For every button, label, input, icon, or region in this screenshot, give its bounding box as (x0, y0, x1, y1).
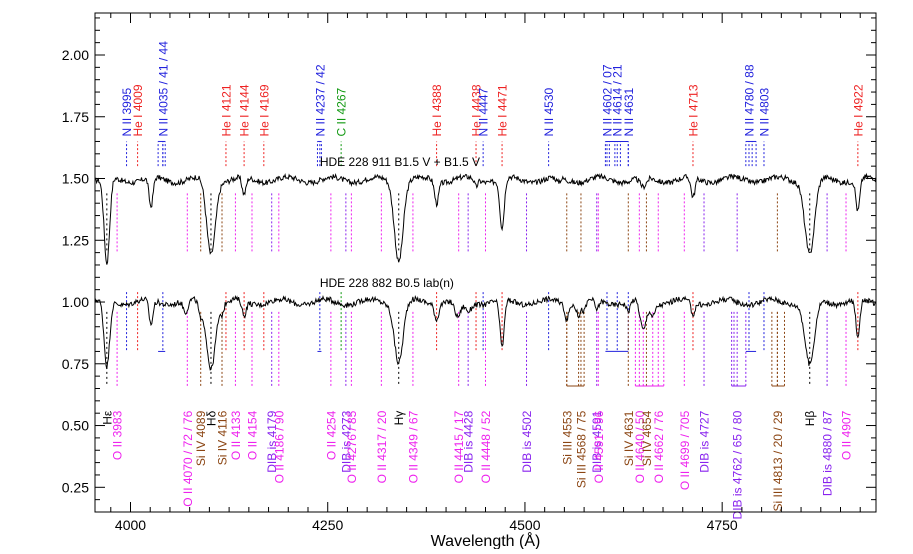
bottom-line-label: O II 4276 / 85 (345, 410, 359, 483)
x-tick-label: 4750 (707, 517, 738, 533)
top-line-label: N II 4803 (757, 87, 771, 136)
bottom-line-label: O II 4448 / 52 (479, 410, 493, 483)
bottom-line-label: O II 4591 / 96 (592, 410, 606, 483)
bottom-line-label: Si IV 4631 (622, 410, 636, 466)
top-line-label: N II 4602 / 07 (600, 64, 614, 136)
y-tick-label: 1.75 (62, 109, 89, 125)
top-line-label: N II 4614 / 21 (611, 64, 625, 136)
top-line-label: He I 4144 (238, 84, 252, 136)
x-axis-title: Wavelength (Å) (431, 531, 541, 549)
top-line-label: N II 4631 (622, 87, 636, 136)
top-line-label: He I 4121 (219, 84, 233, 136)
bottom-line-label: O II 4317 / 20 (375, 410, 389, 483)
bottom-line-label: O II 4186 / 90 (272, 410, 286, 483)
top-line-label: N II 4780 / 88 (742, 64, 756, 136)
x-tick-label: 4250 (312, 517, 343, 533)
bottom-line-label: DIB is 4727 (698, 410, 712, 472)
bottom-line-label: O II 3983 (111, 410, 125, 460)
top-line-label: N II 3995 (120, 87, 134, 136)
bottom-line-label: DIB is 4502 (520, 410, 534, 472)
top-line-label: He I 4471 (496, 84, 510, 136)
top-line-label: He I 4388 (430, 84, 444, 136)
bottom-line-label: O II 4699 / 705 (678, 410, 692, 490)
bottom-line-label: O II 4070 / 72 / 76 (181, 410, 195, 506)
y-tick-label: 1.25 (62, 232, 89, 248)
bottom-line-label: O II 4415 / 17 (452, 410, 466, 483)
bottom-line-label: O II 4349 / 67 (406, 410, 420, 483)
bottom-line-label: Si III 4553 (560, 410, 574, 464)
top-line-label: N II 4530 (542, 87, 556, 136)
bottom-line-label: O II 4662 / 76 (652, 410, 666, 483)
bottom-line-label: O II 4907 (840, 410, 854, 460)
top-line-label: He I 4713 (686, 84, 700, 136)
bottom-line-label: O II 4640 / 50 (633, 410, 647, 483)
top-line-label: He I 4438 (470, 84, 484, 136)
bottom-line-label: DIB is 4591 (590, 410, 604, 472)
bottom-line-label: O II 4154 (245, 410, 259, 460)
bottom-line-label: Hγ (392, 411, 406, 426)
y-tick-label: 0.50 (62, 418, 89, 434)
top-line-label: C II 4267 (335, 87, 349, 136)
y-tick-label: 0.25 (62, 479, 89, 495)
top-line-label: He I 4169 (257, 84, 271, 136)
bottom-line-label: DIB is 4880 / 87 (821, 410, 835, 496)
bottom-line-label: Hδ (204, 410, 218, 426)
bottom-line-label: Si IV 4089 (194, 410, 208, 466)
top-line-label: He I 4922 (851, 84, 865, 136)
bottom-line-label: Si III 4568 / 75 (574, 410, 588, 488)
bottom-line-label: Hε (100, 410, 114, 425)
y-tick-label: 1.00 (62, 294, 89, 310)
x-tick-label: 4500 (509, 517, 540, 533)
bottom-line-label: O II 4133 (229, 410, 243, 460)
top-line-label: N II 4447 (477, 87, 491, 136)
y-tick-label: 1.50 (62, 171, 89, 187)
bottom-line-label: DIB is 4762 / 65 / 80 (731, 410, 745, 519)
bottom-line-label: DIB is 4179 (265, 410, 279, 472)
bottom-line-label: O II 4254 (324, 410, 338, 460)
y-tick-label: 0.75 (62, 356, 89, 372)
bottom-line-label: Si IV 4654 (640, 410, 654, 466)
y-tick-label: 2.00 (62, 47, 89, 63)
x-tick-label: 4000 (115, 517, 146, 533)
spectrum-label: HDE 228 882 B0.5 lab(n) (320, 276, 454, 290)
top-line-label: N II 4237 / 42 (313, 64, 327, 136)
top-line-label: He I 4009 (131, 84, 145, 136)
spectrum-line (94, 172, 877, 265)
bottom-line-label: DIB is 4428 (462, 410, 476, 472)
spectrum-label: HDE 228 911 B1.5 V + B1.5 V (320, 155, 480, 169)
bottom-line-label: Si IV 4116 (216, 410, 230, 465)
bottom-line-label: Hβ (803, 411, 817, 427)
bottom-line-label: DIB is 4273 (339, 410, 353, 472)
spectrum-line (94, 294, 877, 371)
top-line-label: N II 4035 / 41 / 44 (156, 41, 170, 137)
bottom-line-label: Si III 4813 / 20 / 29 (771, 410, 785, 511)
